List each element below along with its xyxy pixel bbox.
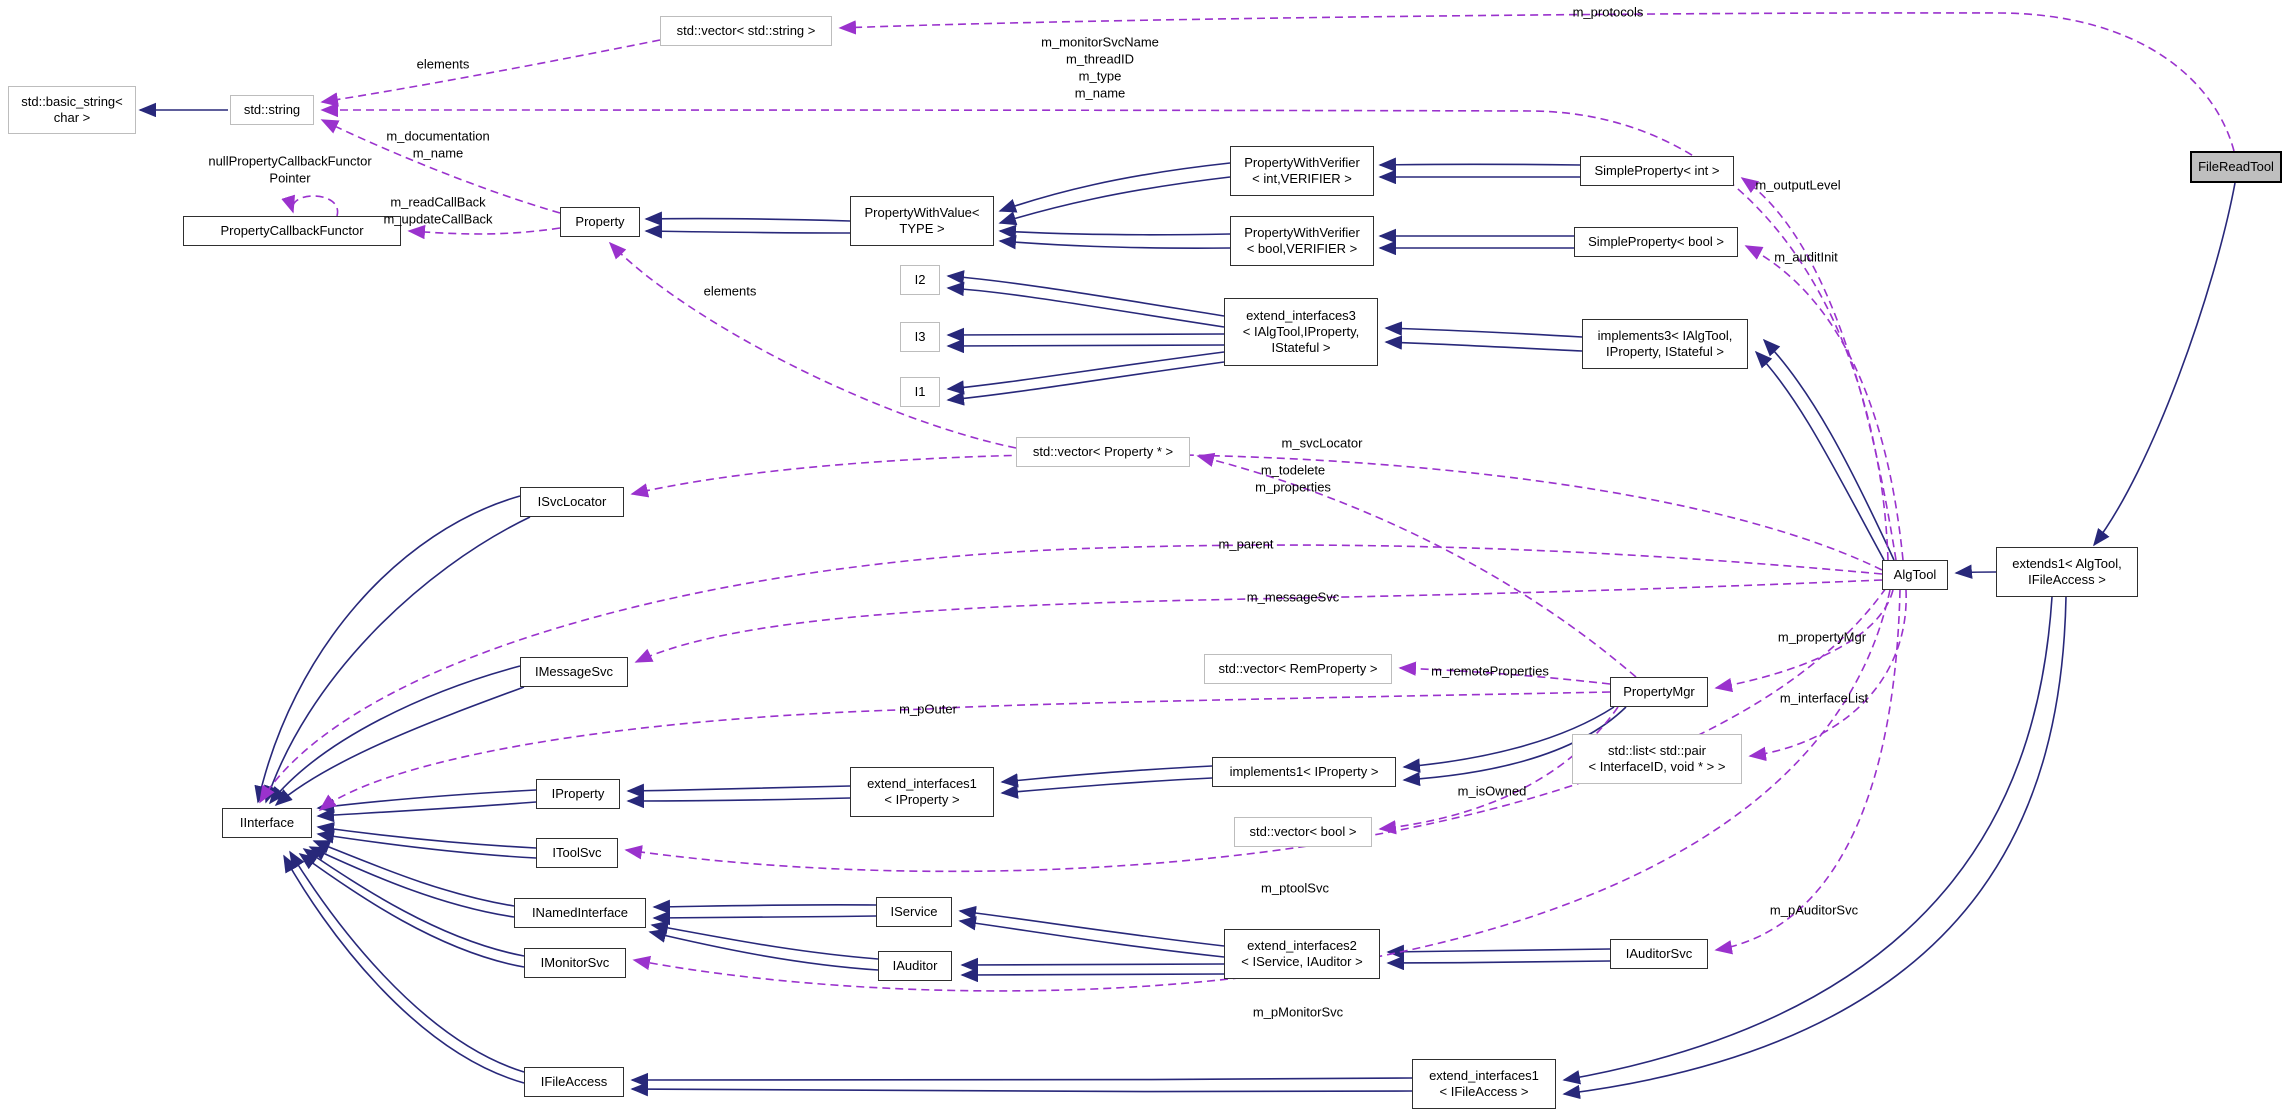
class-node-extend-interfaces1-ifileaccess[interactable]: extend_interfaces1 < IFileAccess >	[1412, 1059, 1556, 1109]
class-node-iproperty[interactable]: IProperty	[536, 779, 620, 809]
class-node-property-with-verifier-int[interactable]: PropertyWithVerifier < int,VERIFIER >	[1230, 146, 1374, 196]
class-node-implements1-iproperty[interactable]: implements1< IProperty >	[1212, 757, 1396, 787]
class-node-file-read-tool: FileReadTool	[2190, 151, 2282, 183]
edge-label-m-readcallback: m_readCallBack	[390, 194, 486, 210]
edge-label-pointer: Pointer	[269, 170, 311, 186]
edge-label-m-name-property: m_name	[412, 145, 464, 161]
edge-label-m-protocols: m_protocols	[1572, 4, 1644, 20]
class-node-isvclocator[interactable]: ISvcLocator	[520, 487, 624, 517]
class-node-implements3[interactable]: implements3< IAlgTool, IProperty, IState…	[1582, 319, 1748, 369]
edge-label-m-pmonitorsvc: m_pMonitorSvc	[1252, 1004, 1344, 1020]
edge-label-nullpropertycallbackfunctor: nullPropertyCallbackFunctor	[208, 153, 372, 169]
edge-label-m-todelete: m_todelete	[1260, 462, 1326, 478]
edge-label-m-interfacelist: m_interfaceList	[1779, 690, 1869, 706]
class-node-extend-interfaces2[interactable]: extend_interfaces2 < IService, IAuditor …	[1224, 929, 1380, 979]
edge-label-m-messagesvc: m_messageSvc	[1246, 589, 1340, 605]
class-node-property-callback-functor[interactable]: PropertyCallbackFunctor	[183, 216, 401, 246]
class-node-property-mgr[interactable]: PropertyMgr	[1610, 677, 1708, 707]
edge-label-m-type: m_type	[1078, 68, 1122, 84]
class-node-property-with-value[interactable]: PropertyWithValue< TYPE >	[850, 196, 994, 246]
class-node-iinterface[interactable]: IInterface	[222, 808, 312, 838]
class-node-inamedinterface[interactable]: INamedInterface	[514, 898, 646, 928]
class-node-vector-property: std::vector< Property * >	[1016, 437, 1190, 467]
edge-label-m-propertymgr: m_propertyMgr	[1777, 629, 1867, 645]
class-node-std-string: std::string	[230, 95, 314, 125]
edge-label-m-auditinit: m_auditInit	[1774, 249, 1838, 265]
edge-label-m-threadid: m_threadID	[1066, 51, 1134, 67]
edge-label-m-properties: m_properties	[1255, 479, 1331, 495]
usage-edges	[259, 12, 2235, 992]
class-node-simple-property-bool[interactable]: SimpleProperty< bool >	[1574, 227, 1738, 257]
class-node-imonitorsvc[interactable]: IMonitorSvc	[524, 948, 626, 978]
class-node-vector-remproperty: std::vector< RemProperty >	[1204, 654, 1392, 684]
class-node-iservice[interactable]: IService	[876, 897, 952, 927]
class-node-simple-property-int[interactable]: SimpleProperty< int >	[1580, 156, 1734, 186]
edge-label-m-remoteproperties: m_remoteProperties	[1431, 663, 1549, 679]
edge-label-m-updatecallback: m_updateCallBack	[383, 211, 493, 227]
class-node-extend-interfaces3[interactable]: extend_interfaces3 < IAlgTool,IProperty,…	[1224, 298, 1378, 366]
class-node-std-list-pair: std::list< std::pair < InterfaceID, void…	[1572, 734, 1742, 784]
class-node-basic-string: std::basic_string< char >	[8, 86, 136, 134]
class-node-i1: I1	[900, 377, 940, 407]
class-node-itoolsvc[interactable]: IToolSvc	[536, 838, 618, 868]
edge-label-m-outputlevel: m_outputLevel	[1755, 177, 1841, 193]
class-node-extend-interfaces1-iproperty[interactable]: extend_interfaces1 < IProperty >	[850, 767, 994, 817]
class-node-property[interactable]: Property	[560, 207, 640, 237]
class-node-imessagesvc[interactable]: IMessageSvc	[520, 657, 628, 687]
class-node-iauditor[interactable]: IAuditor	[878, 951, 952, 981]
class-node-extends1[interactable]: extends1< AlgTool, IFileAccess >	[1996, 547, 2138, 597]
edge-label-m-name-algtool: m_name	[1074, 85, 1126, 101]
inheritance-edges	[138, 102, 2236, 1100]
edge-label-m-parent: m_parent	[1218, 536, 1274, 552]
class-node-vector-bool: std::vector< bool >	[1234, 817, 1372, 847]
class-node-i3: I3	[900, 322, 940, 352]
class-node-iauditorsvc[interactable]: IAuditorSvc	[1610, 939, 1708, 969]
edge-label-m-monitorsvcname: m_monitorSvcName	[1041, 34, 1159, 50]
edge-label-m-pouter: m_pOuter	[899, 701, 957, 717]
class-node-property-with-verifier-bool[interactable]: PropertyWithVerifier < bool,VERIFIER >	[1230, 216, 1374, 266]
edge-label-elements-property: elements	[703, 283, 757, 299]
edge-label-m-documentation: m_documentation	[386, 128, 490, 144]
class-node-ifileaccess[interactable]: IFileAccess	[524, 1067, 624, 1097]
edge-label-m-ptoolsvc: m_ptoolSvc	[1261, 880, 1329, 896]
edge-label-elements-string: elements	[416, 56, 470, 72]
class-node-vector-string: std::vector< std::string >	[660, 16, 832, 46]
edge-label-m-isowned: m_isOwned	[1457, 783, 1527, 799]
class-node-alg-tool[interactable]: AlgTool	[1882, 560, 1948, 590]
edge-label-m-pauditorsvc: m_pAuditorSvc	[1769, 902, 1859, 918]
edge-label-m-svclocator: m_svcLocator	[1281, 435, 1363, 451]
class-node-i2: I2	[900, 265, 940, 295]
